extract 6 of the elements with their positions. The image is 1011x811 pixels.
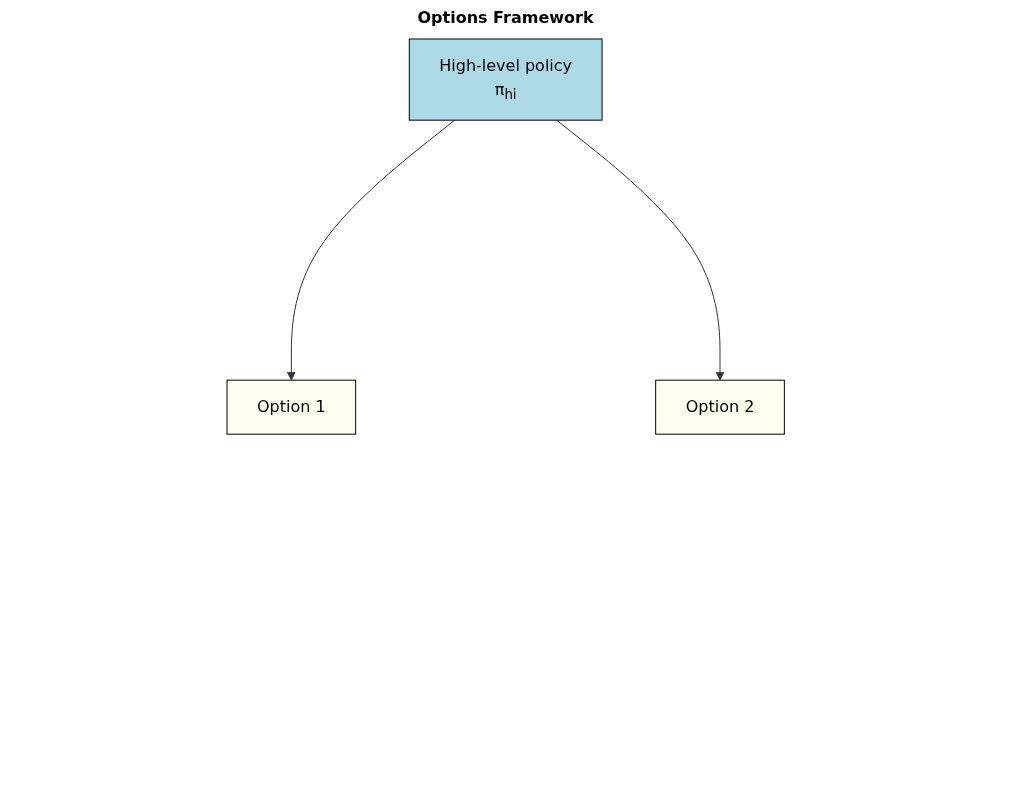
node-box: High-level policy π$_{hi}$ xyxy=(408,38,603,121)
diagram-title: Options Framework xyxy=(416,8,595,27)
node-box: Option 2 xyxy=(655,379,785,435)
arrow xyxy=(286,119,455,381)
arrow xyxy=(556,119,725,381)
node-box: Option 1 xyxy=(226,379,356,435)
